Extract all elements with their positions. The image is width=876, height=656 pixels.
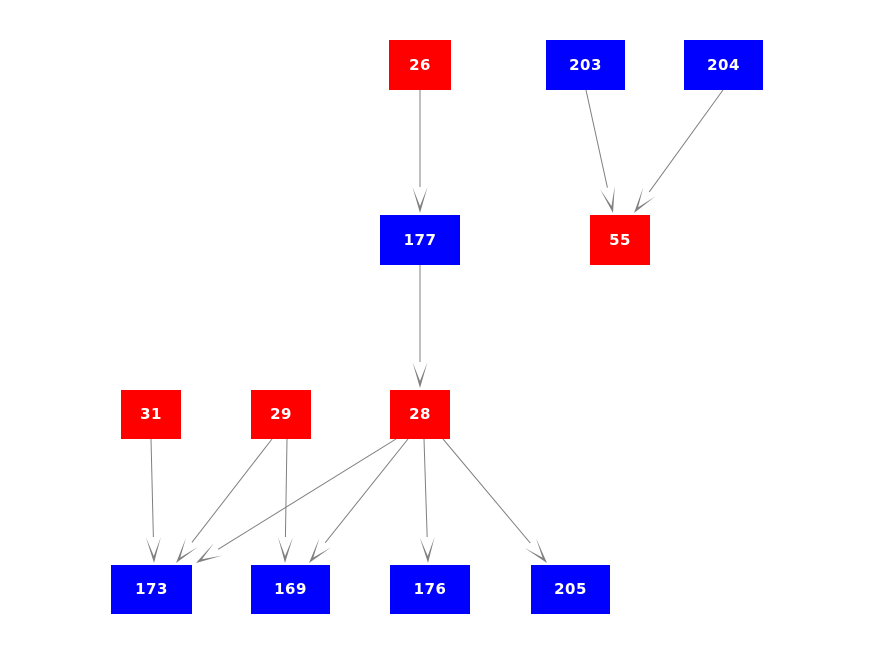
graph-node-169[interactable]: 169	[251, 565, 330, 614]
edge-line-204-to-55	[648, 89, 724, 193]
graph-node-28[interactable]: 28	[390, 390, 450, 439]
graph-node-label-31: 31	[140, 405, 162, 423]
graph-node-label-26: 26	[409, 55, 431, 74]
graph-node-label-169: 169	[274, 580, 307, 598]
graph-node-label-176: 176	[413, 580, 447, 598]
graph-node-label-204: 204	[707, 55, 740, 74]
arrowhead-204-to-55	[634, 187, 656, 213]
arrowhead-203-to-55	[600, 185, 615, 213]
graph-node-205[interactable]: 205	[531, 565, 610, 614]
edge-line-29-to-173	[191, 438, 273, 543]
graph-node-label-177: 177	[403, 230, 437, 249]
arrowhead-29-to-173	[176, 537, 198, 563]
graph-node-26[interactable]: 26	[389, 40, 451, 90]
arrowhead-28-to-176	[419, 536, 435, 563]
arrowhead-28-to-205	[524, 538, 547, 563]
arrowhead-28-to-173	[196, 542, 223, 563]
edge-line-28-to-169	[324, 438, 409, 543]
graph-node-label-29: 29	[270, 405, 292, 423]
arrowhead-28-to-169	[309, 538, 332, 563]
edge-line-28-to-173	[217, 438, 397, 550]
graph-node-204[interactable]: 204	[684, 40, 763, 90]
edge-line-31-to-173	[150, 438, 154, 538]
graph-node-label-55: 55	[609, 230, 631, 249]
arrowhead-177-to-28	[412, 362, 428, 388]
edge-line-203-to-55	[585, 89, 608, 188]
graph-node-label-203: 203	[569, 55, 602, 74]
graph-node-label-205: 205	[554, 580, 587, 598]
edge-line-28-to-176	[423, 438, 428, 538]
arrowhead-31-to-173	[145, 536, 161, 563]
arrowhead-29-to-169	[277, 536, 293, 563]
graph-node-31[interactable]: 31	[121, 390, 181, 439]
graph-node-176[interactable]: 176	[390, 565, 470, 614]
arrowhead-26-to-177	[412, 187, 428, 213]
graph-node-203[interactable]: 203	[546, 40, 625, 90]
graph-node-177[interactable]: 177	[380, 215, 460, 265]
edge-line-28-to-205	[442, 438, 531, 544]
graph-node-29[interactable]: 29	[251, 390, 311, 439]
edge-line-29-to-169	[284, 438, 288, 538]
graph-node-173[interactable]: 173	[111, 565, 192, 614]
graph-node-55[interactable]: 55	[590, 215, 650, 265]
graph-node-label-173: 173	[135, 580, 168, 598]
graph-node-label-28: 28	[409, 405, 431, 423]
